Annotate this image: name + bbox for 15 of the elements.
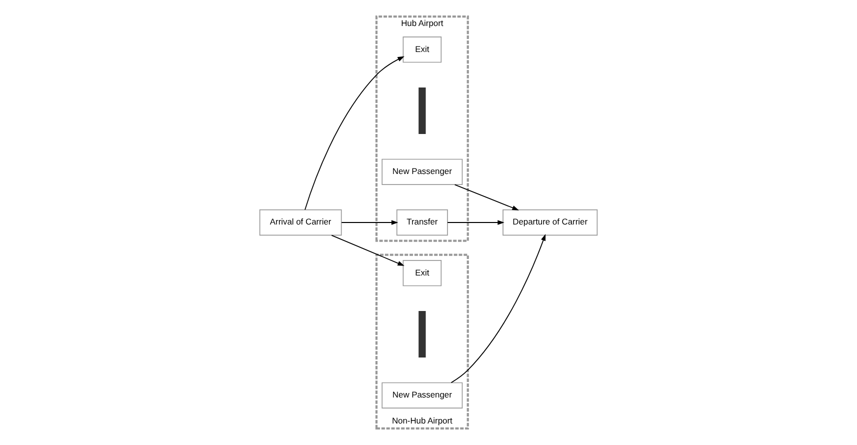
node-box: New Passenger xyxy=(382,158,463,185)
node-box: New Passenger xyxy=(382,382,463,408)
node-box: Departure of Carrier xyxy=(502,209,598,236)
arrow xyxy=(447,220,504,225)
arrow xyxy=(331,234,404,266)
node-box: Arrival of Carrier xyxy=(259,209,342,236)
arrow xyxy=(454,184,519,210)
node-bar xyxy=(418,87,426,134)
arrow xyxy=(450,234,546,384)
node-bar xyxy=(418,311,426,358)
arrow xyxy=(341,220,398,225)
node-box: Exit xyxy=(402,36,442,63)
node-box: Exit xyxy=(402,260,442,286)
arrow xyxy=(304,56,404,210)
node-box: Transfer xyxy=(396,209,448,236)
